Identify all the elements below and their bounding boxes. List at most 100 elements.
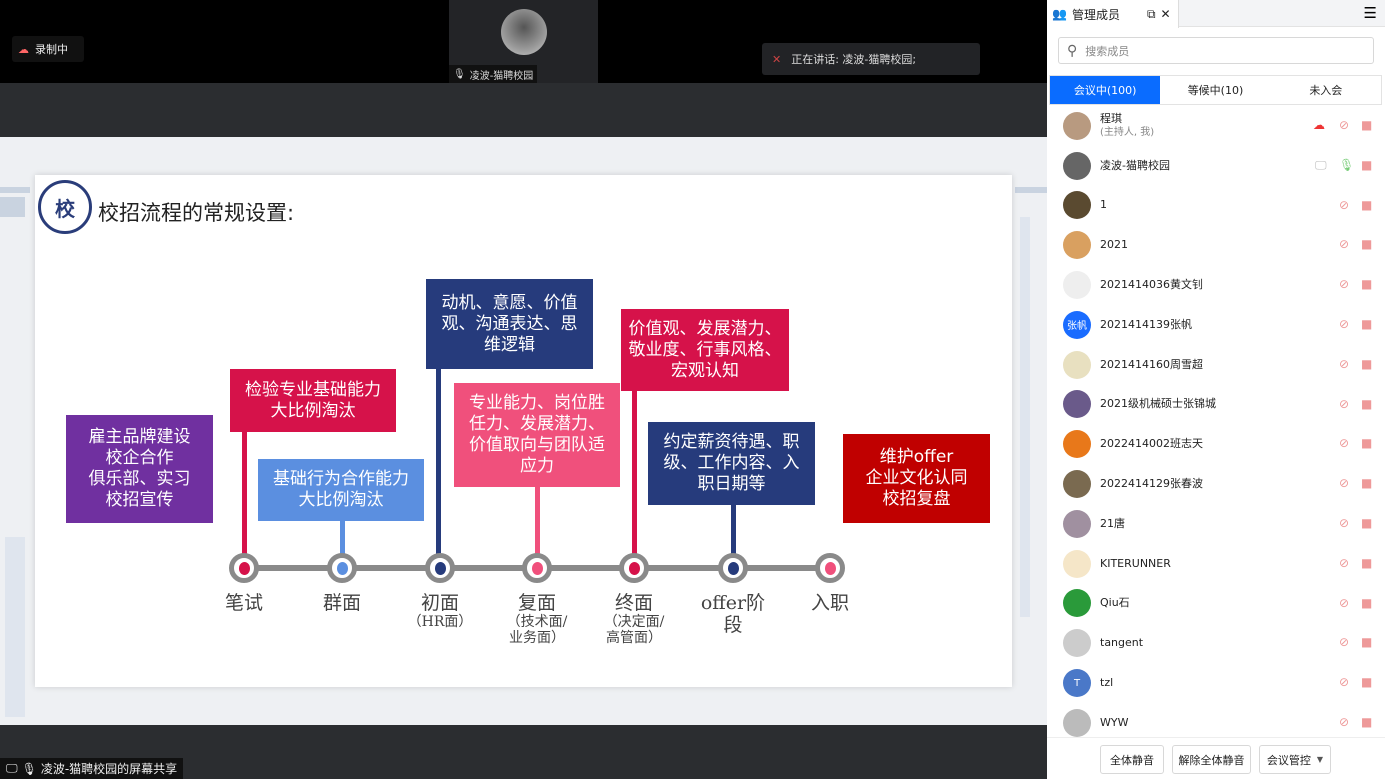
member-row[interactable]: 2022414002班志天⊘■ bbox=[1047, 424, 1385, 464]
avatar bbox=[1063, 549, 1091, 578]
member-name: 2022414129张春波 bbox=[1100, 477, 1203, 491]
member-name: 21唐 bbox=[1100, 516, 1125, 530]
camera-off-icon[interactable]: ■ bbox=[1361, 714, 1373, 729]
timeline-node bbox=[619, 553, 649, 583]
camera-off-icon[interactable]: ■ bbox=[1361, 675, 1373, 690]
mic-muted-icon[interactable]: ⊘ bbox=[1339, 555, 1350, 570]
unmute-all-button[interactable]: 解除全体静音 bbox=[1172, 745, 1251, 774]
mic-muted-icon[interactable]: ⊘ bbox=[1339, 197, 1350, 212]
mic-muted-icon[interactable]: ⊘ bbox=[1339, 277, 1350, 292]
meeting-control-dropdown[interactable]: 会议管控▼ bbox=[1259, 745, 1331, 774]
recording-indicator[interactable]: ☁录制中 bbox=[12, 36, 84, 62]
member-list[interactable]: 程琪(主持人, 我)☁⊘■凌波-猫聘校园🖵🎙■1⊘■2021⊘■20214140… bbox=[1047, 106, 1385, 743]
speaker-video-tile[interactable]: 🎙凌波-猫聘校园 bbox=[449, 0, 598, 83]
camera-off-icon[interactable]: ■ bbox=[1361, 436, 1373, 451]
member-row[interactable]: 2021 ⊘ ■ bbox=[1047, 225, 1385, 265]
tab-in-meeting[interactable]: 会议中(100) bbox=[1050, 76, 1161, 104]
member-row[interactable]: WYW ⊘ ■ bbox=[1047, 703, 1385, 743]
mic-muted-icon[interactable]: ⊘ bbox=[1339, 237, 1350, 252]
camera-off-icon[interactable]: ■ bbox=[1361, 237, 1373, 252]
timeline-node bbox=[327, 553, 357, 583]
camera-off-icon[interactable]: ■ bbox=[1361, 277, 1373, 292]
avatar bbox=[1063, 390, 1091, 419]
avatar: 张帆 bbox=[1063, 310, 1091, 339]
popout-icon[interactable]: ⧉ bbox=[1146, 6, 1156, 21]
slide-title: 校招流程的常规设置: bbox=[98, 201, 295, 225]
member-name: 2021414160周雪超 bbox=[1100, 357, 1203, 371]
member-name: 2021 bbox=[1100, 238, 1128, 252]
university-logo: 校 bbox=[38, 180, 92, 234]
mic-muted-icon[interactable]: ⊘ bbox=[1339, 714, 1350, 729]
avatar bbox=[1063, 191, 1091, 220]
camera-off-icon[interactable]: ■ bbox=[1361, 555, 1373, 570]
camera-off-icon[interactable]: ■ bbox=[1361, 476, 1373, 491]
member-row[interactable]: 2021414160周雪超 ⊘ ■ bbox=[1047, 345, 1385, 385]
mic-muted-icon[interactable]: ⊘ bbox=[1339, 316, 1350, 331]
avatar bbox=[1063, 629, 1091, 658]
member-row[interactable]: 2021级机械硕士张锦城⊘■ bbox=[1047, 385, 1385, 425]
member-row[interactable]: 凌波-猫聘校园🖵🎙■ bbox=[1047, 146, 1385, 186]
stage-label: 笔试 bbox=[224, 592, 263, 614]
member-row[interactable]: 2021414036黄文钊⊘■ bbox=[1047, 265, 1385, 305]
member-row[interactable]: 21唐 ⊘ ■ bbox=[1047, 504, 1385, 544]
member-row[interactable]: 张帆 2021414139张帆 ⊘ ■ bbox=[1047, 305, 1385, 345]
member-row[interactable]: KITERUNNER ⊘ ■ bbox=[1047, 544, 1385, 584]
cloud-record-icon: ☁ bbox=[18, 42, 29, 56]
mic-muted-icon[interactable]: ⊘ bbox=[1339, 118, 1350, 132]
timeline-connector bbox=[340, 519, 345, 566]
mic-muted-icon[interactable]: ⊘ bbox=[1339, 595, 1350, 610]
menu-icon[interactable]: ☰ bbox=[1363, 4, 1377, 22]
mic-muted-icon[interactable]: ⊘ bbox=[1339, 436, 1350, 451]
camera-off-icon[interactable]: ■ bbox=[1361, 316, 1373, 331]
camera-off-icon[interactable]: ■ bbox=[1361, 197, 1373, 212]
tab-waiting[interactable]: 等候中(10) bbox=[1187, 84, 1244, 97]
tab-manage-members[interactable]: 👥管理成员⧉✕ bbox=[1047, 0, 1179, 28]
member-name: WYW bbox=[1100, 715, 1129, 729]
avatar bbox=[1063, 589, 1091, 618]
close-icon[interactable]: ✕ bbox=[1160, 7, 1171, 21]
mic-muted-icon[interactable]: ⊘ bbox=[1339, 476, 1350, 491]
timeline-connector bbox=[436, 367, 441, 566]
search-input[interactable]: ⚲搜索成员 bbox=[1058, 37, 1374, 64]
avatar bbox=[1063, 111, 1091, 140]
mic-muted-icon[interactable]: ⊘ bbox=[1339, 396, 1350, 411]
cloud-record-icon[interactable]: ☁ bbox=[1313, 118, 1325, 132]
avatar bbox=[1063, 350, 1091, 379]
camera-off-icon[interactable]: ■ bbox=[1361, 595, 1373, 610]
mic-active-icon[interactable]: 🎙 bbox=[1339, 157, 1355, 172]
camera-off-icon[interactable]: ■ bbox=[1361, 356, 1373, 371]
member-row[interactable]: Qiu石 ⊘ ■ bbox=[1047, 584, 1385, 624]
member-row[interactable]: 2022414129张春波 ⊘ ■ bbox=[1047, 464, 1385, 504]
speaking-indicator: ✕正在讲话: 凌波-猫聘校园; bbox=[762, 43, 980, 75]
timeline-connector bbox=[632, 389, 637, 566]
avatar bbox=[1063, 708, 1091, 737]
member-row[interactable]: 1⊘■ bbox=[1047, 186, 1385, 226]
search-icon: ⚲ bbox=[1067, 42, 1078, 59]
mic-muted-icon[interactable]: ⊘ bbox=[1339, 675, 1350, 690]
mic-muted-icon[interactable]: ⊘ bbox=[1339, 635, 1350, 650]
camera-off-icon[interactable]: ■ bbox=[1361, 396, 1373, 411]
screen-share-icon: 🖵 bbox=[1315, 157, 1327, 172]
member-name: Qiu石 bbox=[1100, 596, 1130, 610]
tab-not-joined[interactable]: 未入会 bbox=[1309, 84, 1343, 97]
member-row[interactable]: 程琪(主持人, 我)☁⊘■ bbox=[1047, 106, 1385, 146]
avatar bbox=[1063, 231, 1091, 260]
camera-off-icon[interactable]: ■ bbox=[1361, 118, 1373, 132]
camera-off-icon[interactable]: ■ bbox=[1361, 157, 1373, 172]
stage-label: 终面（决定面/ 高管面） bbox=[603, 592, 665, 646]
camera-off-icon[interactable]: ■ bbox=[1361, 635, 1373, 650]
mic-muted-icon[interactable]: ⊘ bbox=[1339, 515, 1350, 530]
member-name: KITERUNNER bbox=[1100, 556, 1171, 570]
screen-icon: 🖵 bbox=[6, 761, 18, 775]
mic-muted-icon[interactable]: ⊘ bbox=[1339, 356, 1350, 371]
member-row[interactable]: tangent⊘■ bbox=[1047, 623, 1385, 663]
timeline-node bbox=[425, 553, 455, 583]
mute-all-button[interactable]: 全体静音 bbox=[1100, 745, 1164, 774]
member-name: 2021414139张帆 bbox=[1100, 317, 1192, 331]
timeline-connector bbox=[242, 430, 247, 566]
screen-share-label: 🖵🎙凌波-猫聘校园的屏幕共享 bbox=[0, 758, 184, 779]
camera-off-icon[interactable]: ■ bbox=[1361, 515, 1373, 530]
members-icon: 👥 bbox=[1052, 7, 1067, 21]
stage-description-box: 基础行为合作能力 大比例淘汰 bbox=[258, 459, 424, 521]
